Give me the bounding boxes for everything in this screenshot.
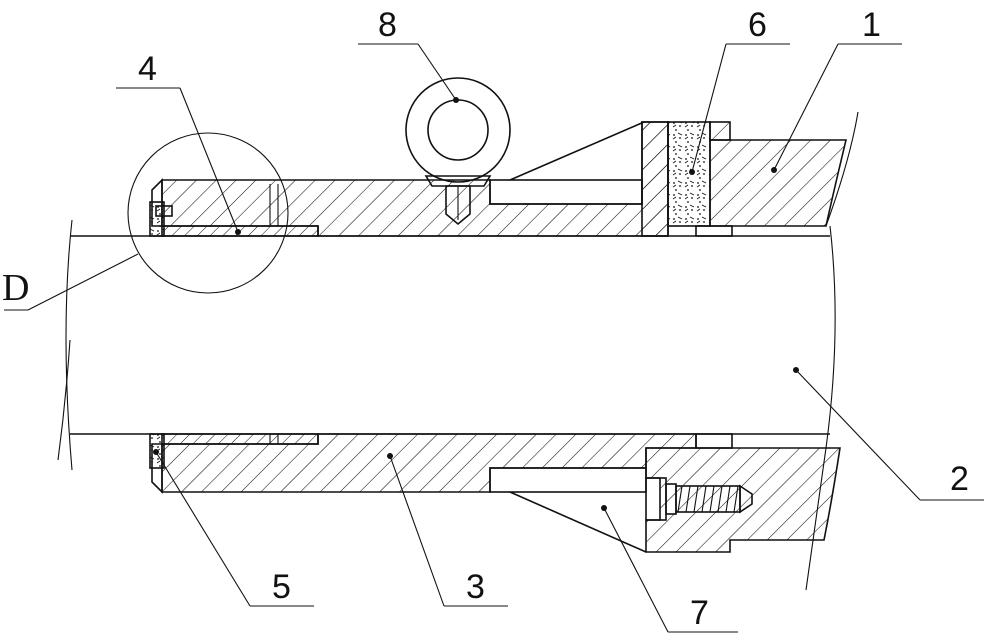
- label-part-4: 4: [138, 50, 157, 88]
- flange-part-1-lower: [645, 447, 841, 553]
- flange-lip-upper: [641, 121, 669, 237]
- upper-cavity: [489, 179, 643, 205]
- leader-lines: [4, 43, 984, 633]
- label-part-7: 7: [690, 594, 709, 632]
- label-part-8: 8: [378, 6, 397, 44]
- label-part-6: 6: [748, 6, 767, 44]
- threaded-bolt-part-7: [645, 477, 753, 521]
- sleeve-upper-part-3: [151, 121, 669, 237]
- detail-circle-d: [127, 132, 289, 294]
- flange-gap-upper: [695, 225, 733, 237]
- ring-retainer-upper: [709, 121, 731, 141]
- label-part-5: 5: [272, 568, 291, 606]
- upper-wedge-outline: [509, 121, 645, 181]
- lower-cavity: [489, 467, 647, 493]
- sealing-ring-part-6: [667, 121, 711, 227]
- label-part-1: 1: [862, 6, 881, 44]
- flange-gap-lower: [695, 433, 733, 449]
- label-detail-d: D: [2, 267, 29, 309]
- seal-part-5-upper: [149, 201, 165, 237]
- small-screw-upper: [155, 205, 173, 217]
- label-part-2: 2: [950, 460, 969, 498]
- label-part-3: 3: [466, 568, 485, 606]
- inner-liner-part-4-lower: [161, 433, 319, 445]
- flange-part-1-upper: [709, 139, 848, 227]
